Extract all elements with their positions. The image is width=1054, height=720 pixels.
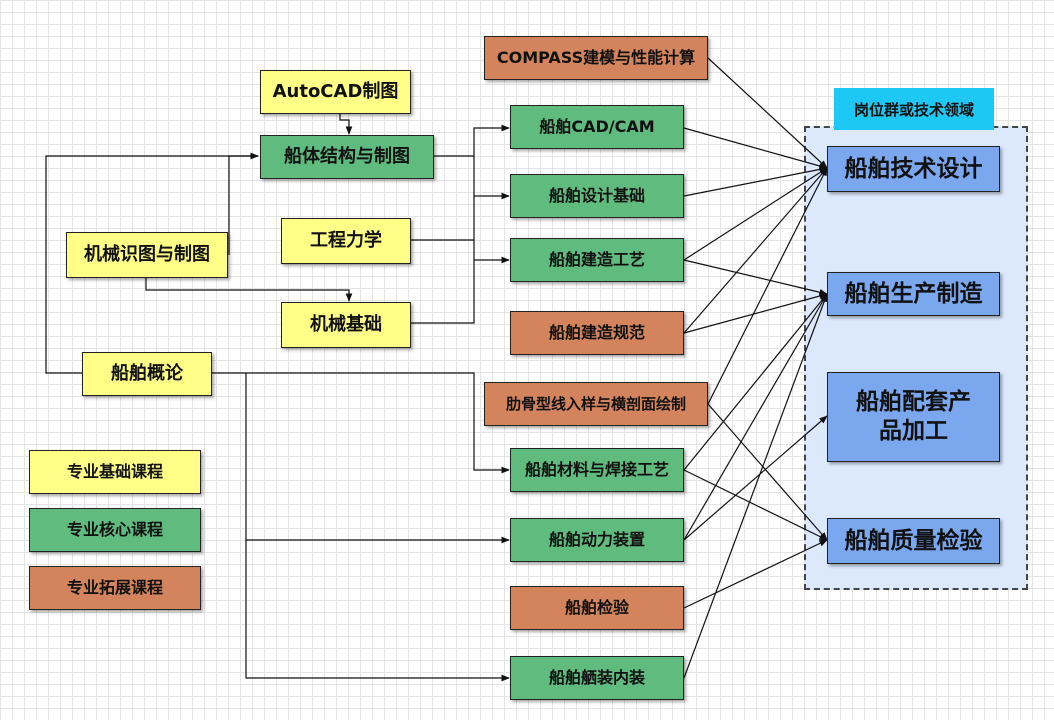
node-rib-lofting-drawing: 肋骨型线入样与横剖面绘制 bbox=[484, 382, 708, 426]
wire-lofting-techdesign bbox=[707, 167, 828, 405]
wire-outfitting-production bbox=[683, 293, 828, 679]
wire-power-accessories bbox=[683, 415, 828, 541]
legend-foundation-courses: 专业基础课程 bbox=[29, 450, 201, 494]
wire-bus-construction bbox=[473, 196, 510, 264]
wire-inspection-quality bbox=[683, 539, 828, 609]
wire-power-production bbox=[683, 293, 828, 541]
wire-autocad-hull bbox=[339, 112, 353, 135]
node-ship-design-basics: 船舶设计基础 bbox=[510, 174, 684, 218]
job-area-container bbox=[804, 126, 1028, 590]
wire-compass-techdesign bbox=[707, 57, 828, 169]
wire-lofting-quality bbox=[707, 403, 828, 541]
wire-materials-quality bbox=[683, 469, 828, 541]
node-mechanical-basics: 机械基础 bbox=[281, 302, 411, 348]
legend-extension-courses: 专业拓展课程 bbox=[29, 566, 201, 610]
legend-core-courses: 专业核心课程 bbox=[29, 508, 201, 552]
node-hull-structure-drawing: 船体结构与制图 bbox=[260, 135, 434, 179]
wire-intro-materials bbox=[212, 372, 510, 474]
wire-hull-bus bbox=[434, 124, 510, 157]
job-area-title: 岗位群或技术领域 bbox=[834, 88, 994, 130]
wire-bus-design bbox=[473, 156, 510, 200]
node-ship-introduction: 船舶概论 bbox=[82, 352, 212, 396]
wire-rules-techdesign bbox=[683, 167, 828, 334]
wire-construction-techdesign bbox=[683, 167, 828, 261]
wire-rules-production bbox=[683, 292, 828, 334]
node-engineering-mechanics: 工程力学 bbox=[281, 218, 411, 264]
node-ship-cad-cam: 船舶CAD/CAM bbox=[510, 105, 684, 149]
node-autocad-drawing: AutoCAD制图 bbox=[260, 70, 411, 114]
wire-construction-production bbox=[683, 259, 828, 296]
node-ship-construction-process: 船舶建造工艺 bbox=[510, 238, 684, 282]
wire-basics-bus bbox=[411, 260, 475, 324]
target-ship-technical-design: 船舶技术设计 bbox=[827, 146, 1000, 192]
node-ship-inspection: 船舶检验 bbox=[510, 586, 684, 630]
node-compass-modeling: COMPASS建模与性能计算 bbox=[484, 36, 708, 80]
node-ship-outfitting: 船舶舾装内装 bbox=[510, 656, 684, 700]
wire-intro-hull bbox=[45, 152, 259, 374]
wire-intro-branch bbox=[245, 373, 510, 682]
target-ship-production: 船舶生产制造 bbox=[827, 272, 1000, 316]
wire-drawing-hull bbox=[228, 152, 259, 255]
node-mechanical-drawing: 机械识图与制图 bbox=[66, 232, 228, 278]
target-ship-accessories-processing: 船舶配套产品加工 bbox=[827, 372, 1000, 462]
wire-drawing-basics bbox=[145, 278, 353, 302]
wire-cadcam-techdesign bbox=[683, 127, 828, 170]
node-ship-materials-welding: 船舶材料与焊接工艺 bbox=[510, 448, 684, 492]
target-ship-quality-inspection: 船舶质量检验 bbox=[827, 518, 1000, 564]
node-ship-construction-rules: 船舶建造规范 bbox=[510, 311, 684, 355]
wire-materials-production bbox=[683, 293, 828, 471]
wire-designbasics-techdesign bbox=[683, 166, 828, 197]
node-ship-power-plant: 船舶动力装置 bbox=[510, 518, 684, 562]
